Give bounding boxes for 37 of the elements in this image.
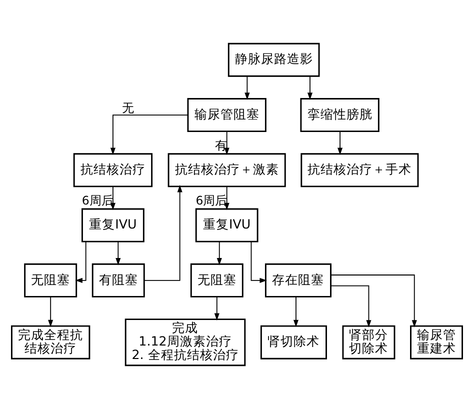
node-box: 抗结核治疗＋手术 [300,152,419,187]
edge-label: 6周后 [196,192,228,207]
arrow [216,240,222,265]
node-box: 静脉尿路造影 [228,42,320,76]
arrow [244,75,250,100]
node-box: 抗结核治疗＋激素 [168,152,286,187]
edge-label: 有 [214,138,227,152]
arrow [307,75,313,100]
arrow [110,114,188,154]
arrow [224,130,230,154]
arrow [116,240,121,265]
arrow [144,184,182,280]
arrow [250,240,267,282]
node-box: 肾切除术 [260,324,327,359]
node-box: 完成 1.12周激素治疗 2. 全程抗结核治疗 [124,318,246,366]
node-box: 输尿管阻塞 [187,98,266,132]
node-box: 存在阻塞 [264,262,332,297]
node-box: 有阻塞 [92,262,145,297]
node-box: 挛缩性膀胱 [300,98,380,132]
node-box: 输尿管重建术 [410,324,463,359]
arrow [330,284,372,327]
arrow [214,296,220,320]
node-box: 抗结核治疗 [73,152,153,187]
node-box: 无阻塞 [190,262,244,297]
node-box: 肾部分切除术 [342,324,396,359]
arrow [75,240,86,282]
arrow [338,130,343,154]
node-box: 重复IVU [82,208,144,242]
arrow [48,296,54,327]
arrow [224,186,230,210]
node-box: 无阻塞 [24,262,78,297]
edge-label: 无 [122,100,134,114]
edge-label: 6周后 [82,192,114,207]
node-box: 完成全程抗结核治疗 [11,324,90,359]
arrow [330,274,417,327]
node-box: 重复IVU [195,208,258,242]
arrow [293,296,299,327]
